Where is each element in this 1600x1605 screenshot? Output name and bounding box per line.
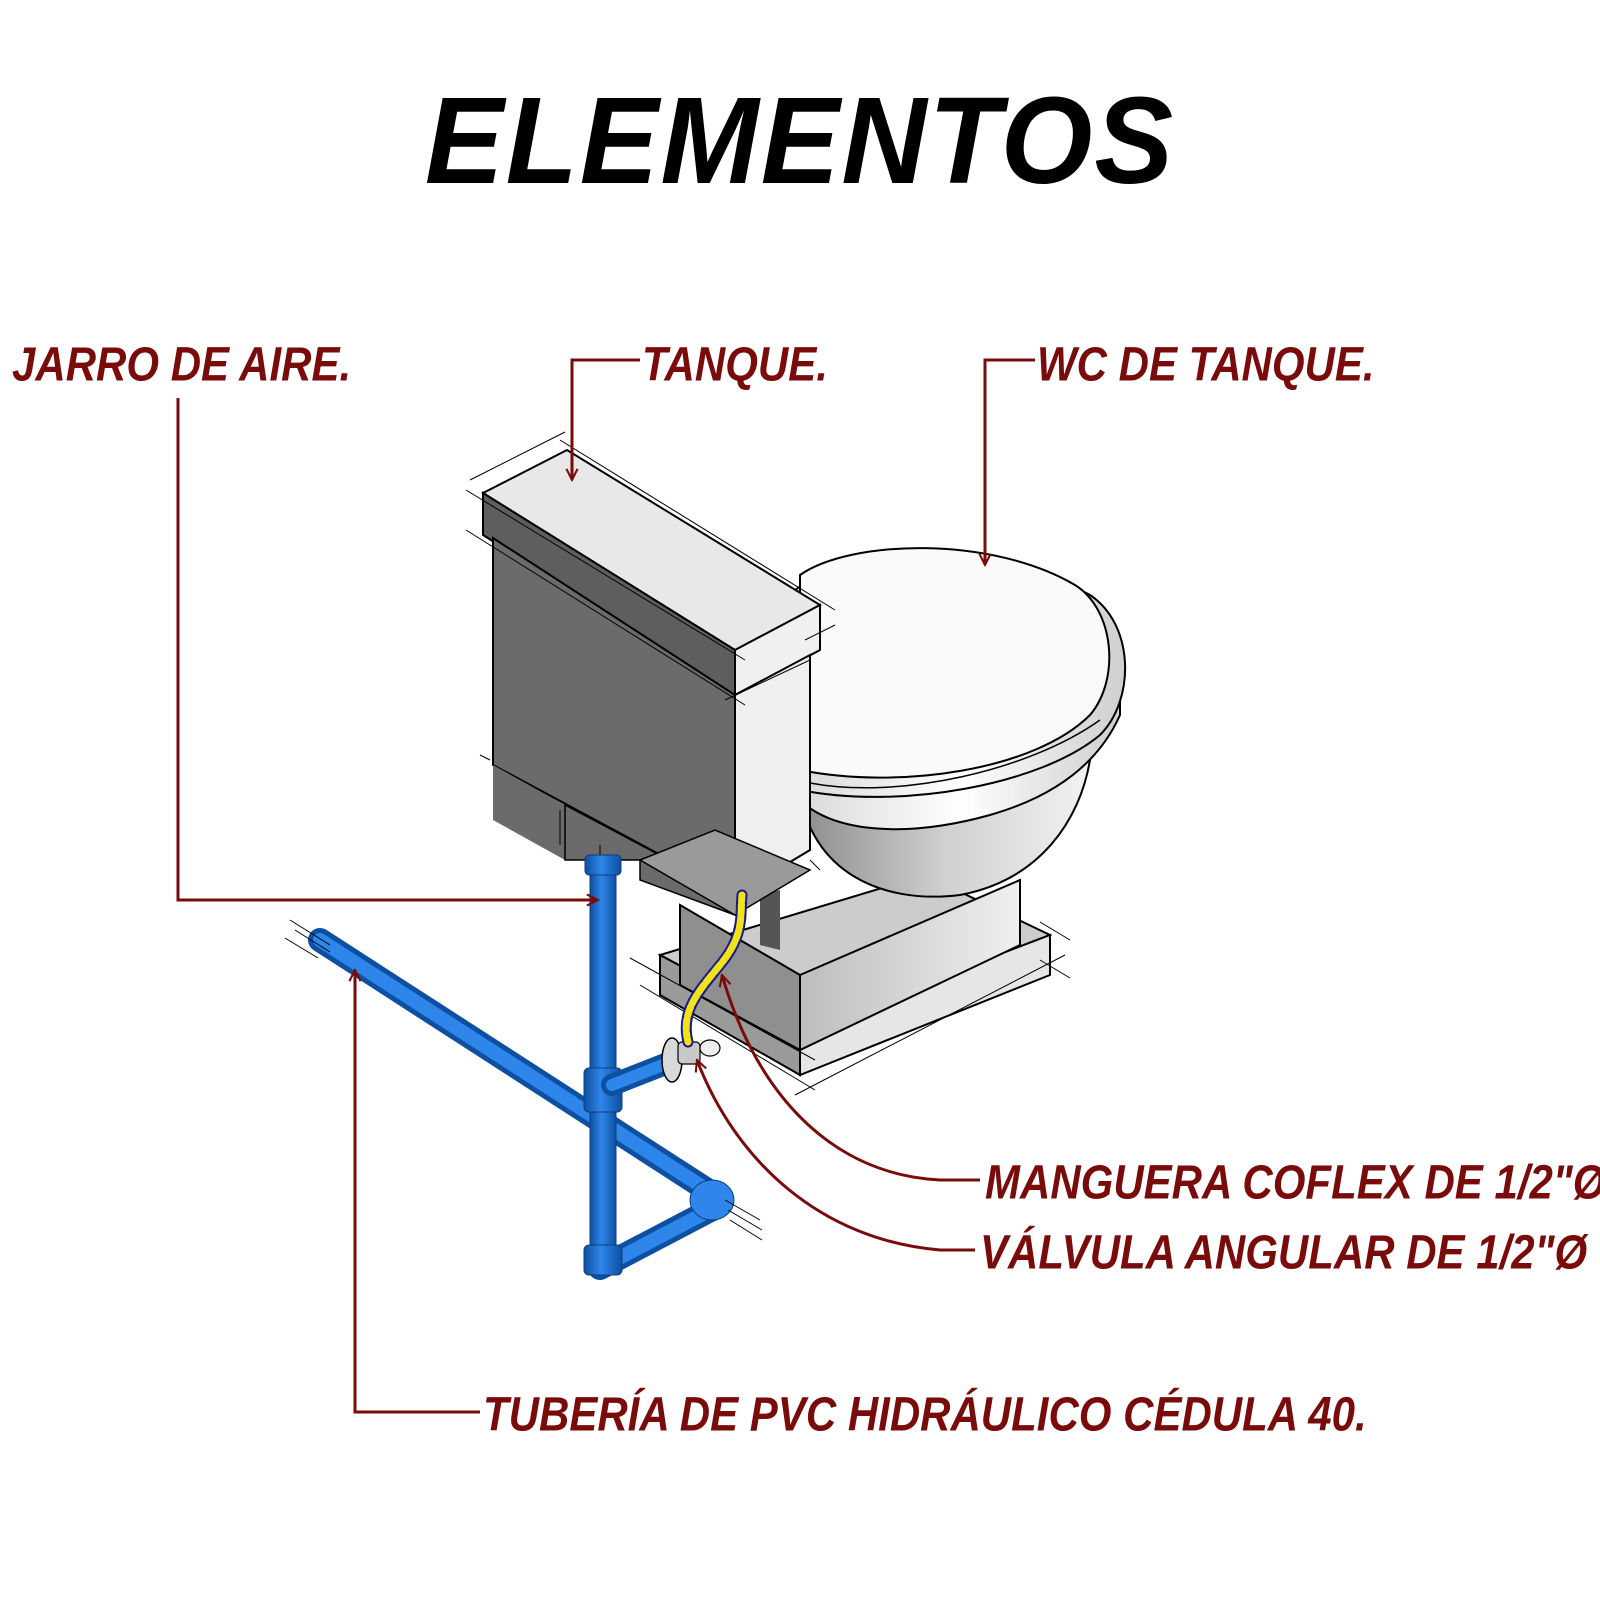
label-angle-valve: VÁLVULA ANGULAR DE 1/2"Ø <box>980 1224 1588 1279</box>
leader-lines <box>176 358 1035 1414</box>
wc-pedestal <box>679 878 1021 1052</box>
label-tank: TANQUE. <box>642 336 828 391</box>
leader-valvula <box>697 1060 975 1252</box>
label-air-chamber: JARRO DE AIRE. <box>12 336 352 391</box>
leader-tuberia <box>355 970 480 1414</box>
leader-jarro <box>176 398 598 900</box>
label-pvc-pipe: TUBERÍA DE PVC HIDRÁULICO CÉDULA 40. <box>483 1386 1367 1441</box>
tank <box>465 431 836 917</box>
leader-wc <box>985 358 1035 565</box>
label-flex-hose: MANGUERA COFLEX DE 1/2"Ø <box>985 1154 1600 1209</box>
coflex-hose <box>680 889 748 1048</box>
leader-coflex <box>722 975 980 1182</box>
page-title: ELEMENTOS <box>424 71 1176 211</box>
wc-bowl <box>793 547 1126 898</box>
pvc-piping <box>284 854 763 1280</box>
leader-tanque <box>572 358 640 480</box>
label-toilet: WC DE TANQUE. <box>1037 336 1375 391</box>
angle-valve <box>661 1037 721 1083</box>
